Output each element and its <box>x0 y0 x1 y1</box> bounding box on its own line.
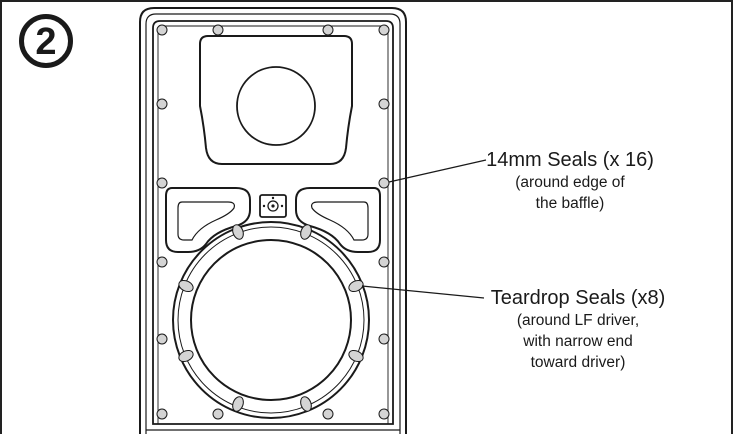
callout-14mm-note-line2: the baffle) <box>535 195 605 212</box>
callout-teardrop-note-line1: (around LF driver, <box>516 312 640 329</box>
step-number-badge: 2 <box>19 14 73 68</box>
callout-14mm-seals: 14mm Seals (x 16) (around edge of the ba… <box>470 149 670 214</box>
cabinet-inner-edge <box>145 13 401 434</box>
callout-teardrop-seals: Teardrop Seals (x8) (around LF driver, w… <box>472 287 684 373</box>
callout-teardrop-note-line3: toward driver) <box>530 354 626 371</box>
step-number: 2 <box>35 20 57 63</box>
logo-badge-icon <box>259 194 287 218</box>
callout-14mm-title: 14mm Seals (x 16) <box>486 149 654 171</box>
callout-teardrop-note-line2: with narrow end <box>523 333 633 350</box>
callout-14mm-note-line1: (around edge of <box>515 174 625 191</box>
hf-driver <box>236 66 316 146</box>
lf-driver-cone <box>190 239 352 401</box>
leader-line-teardrop <box>361 285 485 299</box>
callout-teardrop-title: Teardrop Seals (x8) <box>490 287 666 309</box>
leader-line-14mm <box>388 159 487 183</box>
